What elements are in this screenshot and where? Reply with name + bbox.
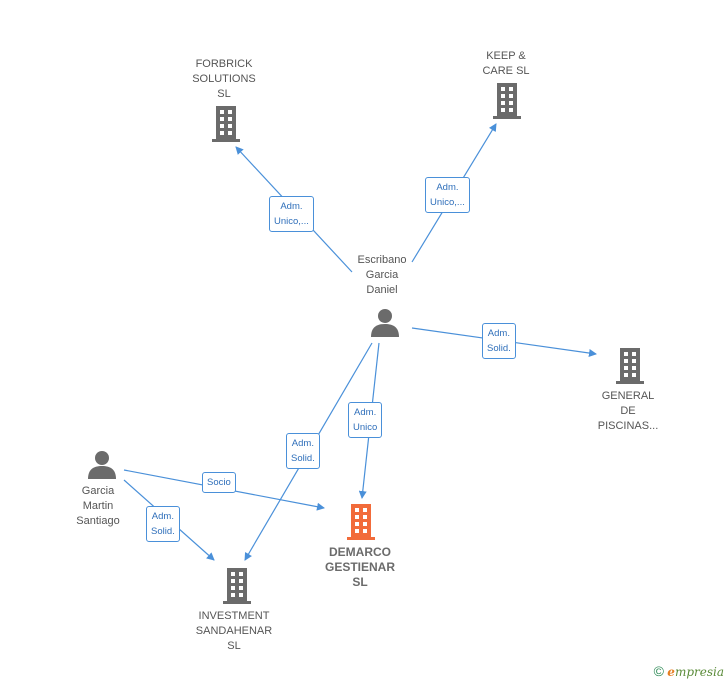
edge-label-line: Adm.	[436, 182, 459, 193]
building-icon-demarco[interactable]	[347, 504, 375, 540]
edge-label-line: Unico,...	[274, 216, 309, 227]
edge-label-line: Socio	[207, 477, 231, 488]
edge-label-escribano-keepcare[interactable]: Adm. Unico,...	[425, 177, 470, 213]
edge-label-line: Adm.	[151, 511, 174, 522]
brand-initial: e	[667, 665, 675, 679]
edge-label-line: Adm.	[487, 328, 510, 339]
label-line: GENERAL	[601, 390, 655, 402]
node-label-demarco[interactable]: DEMARCO GESTIENAR SL	[310, 545, 410, 590]
copyright-symbol: ©	[653, 663, 664, 679]
label-line: INVESTMENT	[198, 610, 270, 622]
edge-label-escribano-general[interactable]: Adm. Solid.	[482, 323, 516, 359]
edge-label-line: Adm.	[291, 438, 314, 449]
edge-label-line: Unico,...	[430, 197, 465, 208]
label-line: Garcia	[365, 269, 399, 281]
label-line: SL	[227, 640, 241, 652]
label-line: SANDAHENAR	[195, 625, 273, 637]
edge-label-line: Solid.	[151, 526, 175, 537]
person-icon-escribano[interactable]	[370, 307, 400, 337]
label-line: Escribano	[357, 254, 407, 266]
edge-label-garcia-investment[interactable]: Adm. Solid.	[146, 506, 180, 542]
label-line: CARE SL	[482, 65, 530, 77]
node-label-investment[interactable]: INVESTMENT SANDAHENAR SL	[184, 609, 284, 654]
person-icon-garcia[interactable]	[87, 449, 117, 479]
edge-label-line: Adm.	[354, 407, 377, 418]
label-line: SL	[352, 575, 368, 589]
label-line: FORBRICK	[195, 58, 253, 70]
node-label-garcia[interactable]: Garcia Martin Santiago	[48, 484, 148, 529]
node-label-general[interactable]: GENERAL DE PISCINAS...	[578, 389, 678, 434]
label-line: KEEP &	[486, 50, 526, 62]
node-label-forbrick[interactable]: FORBRICK SOLUTIONS SL	[174, 57, 274, 102]
label-line: DE	[620, 405, 636, 417]
label-line: SOLUTIONS	[192, 73, 256, 85]
label-line: GESTIENAR	[324, 560, 395, 574]
edge-label-escribano-investment[interactable]: Adm. Solid.	[286, 433, 320, 469]
label-line: Martin	[82, 500, 114, 512]
edge-label-line: Adm.	[280, 201, 303, 212]
label-line: DEMARCO	[329, 545, 391, 559]
brand-name: empresia	[667, 665, 724, 679]
building-icon-investment[interactable]	[223, 568, 251, 604]
edge-label-line: Unico	[353, 422, 378, 433]
edge-label-garcia-demarco[interactable]: Socio	[202, 472, 236, 493]
node-label-escribano[interactable]: Escribano Garcia Daniel	[332, 253, 432, 298]
empresia-logo[interactable]: © empresia	[654, 663, 724, 679]
label-line: SL	[217, 88, 231, 100]
building-icon-keepcare[interactable]	[493, 83, 521, 119]
label-line: Daniel	[366, 284, 398, 296]
label-line: PISCINAS...	[597, 420, 659, 432]
building-icon-general[interactable]	[616, 348, 644, 384]
node-label-keepcare[interactable]: KEEP & CARE SL	[456, 49, 556, 79]
edge-label-line: Solid.	[487, 343, 511, 354]
label-line: Garcia	[81, 485, 115, 497]
label-line: Santiago	[76, 515, 120, 527]
edge-label-line: Solid.	[291, 453, 315, 464]
edge-label-escribano-forbrick[interactable]: Adm. Unico,...	[269, 196, 314, 232]
brand-rest: mpresia	[674, 665, 724, 679]
building-icon-forbrick[interactable]	[212, 106, 240, 142]
edge-label-escribano-demarco[interactable]: Adm. Unico	[348, 402, 383, 438]
